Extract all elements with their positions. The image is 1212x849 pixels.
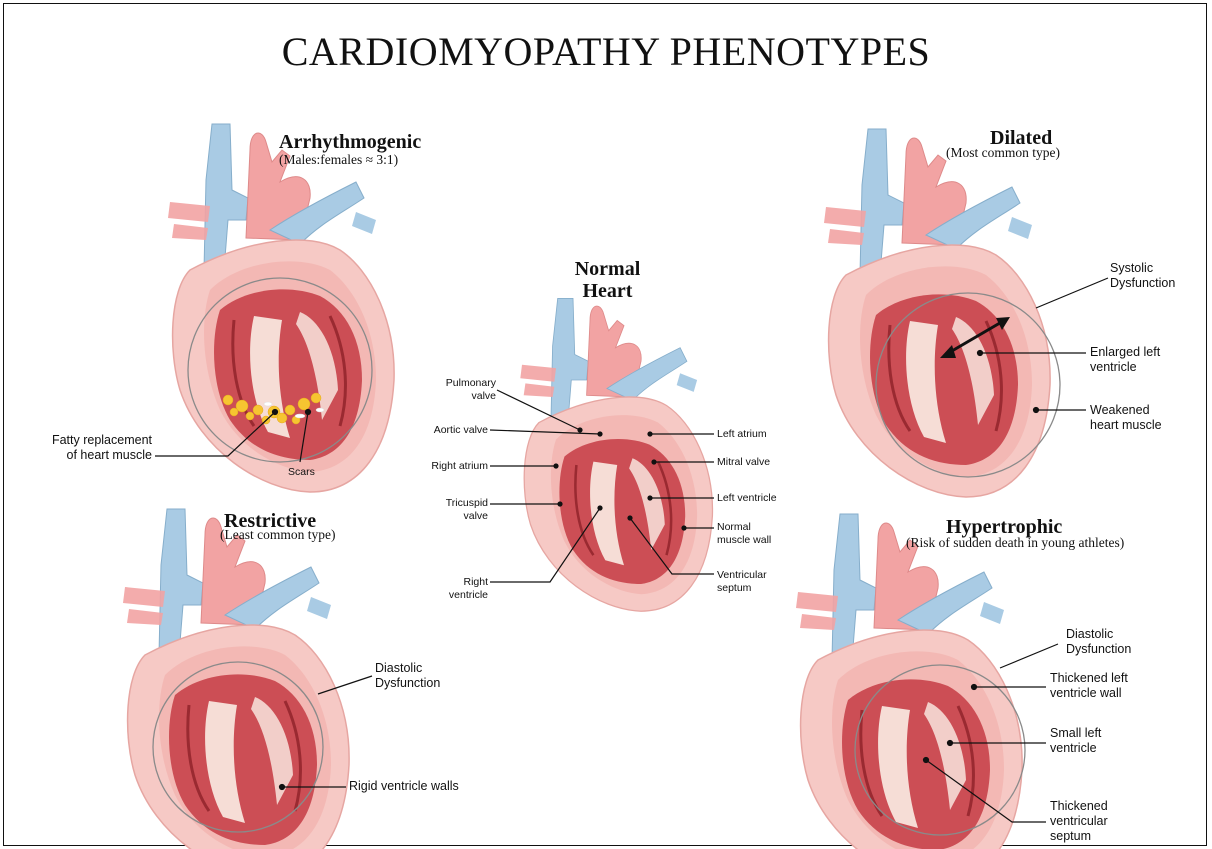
- rigid-ventricle-walls-label: Rigid ventricle walls: [349, 779, 459, 794]
- hypertrophic-heart-illustration: [796, 514, 1022, 849]
- thickened-wall-label: Thickened left ventricle wall: [1050, 671, 1128, 701]
- scars-label: Scars: [288, 466, 315, 479]
- ventricular-septum-label: Ventricular septum: [717, 569, 767, 595]
- thickened-septum-label: Thickened ventricular septum: [1050, 799, 1108, 844]
- small-left-ventricle-label: Small left ventricle: [1050, 726, 1101, 756]
- restrictive-heart-illustration: [123, 509, 349, 849]
- restrictive-diastolic-label: Diastolic Dysfunction: [375, 661, 440, 691]
- right-atrium-label: Right atrium: [400, 460, 488, 473]
- arrhythmogenic-heading: Arrhythmogenic: [279, 131, 421, 153]
- normal-heart-illustration: [520, 298, 712, 611]
- arrhythmogenic-subtitle: (Males:females ≈ 3:1): [279, 152, 398, 167]
- left-atrium-label: Left atrium: [717, 428, 767, 441]
- aortic-valve-label: Aortic valve: [400, 424, 488, 437]
- normal-heart-heading: Normal Heart: [560, 258, 655, 302]
- dilated-heart-illustration: [824, 129, 1050, 497]
- hypertrophic-diastolic-label: Diastolic Dysfunction: [1066, 627, 1131, 657]
- dilated-subtitle: (Most common type): [946, 145, 1060, 160]
- normal-muscle-wall-label: Normal muscle wall: [717, 521, 771, 547]
- mitral-valve-label: Mitral valve: [717, 456, 770, 469]
- enlarged-left-ventricle-label: Enlarged left ventricle: [1090, 345, 1160, 375]
- weakened-heart-muscle-label: Weakened heart muscle: [1090, 403, 1162, 433]
- restrictive-subtitle: (Least common type): [220, 527, 335, 542]
- arrhythmogenic-heart-illustration: [168, 124, 394, 492]
- systolic-dysfunction-label: Systolic Dysfunction: [1110, 261, 1175, 291]
- fatty-replacement-label: Fatty replacement of heart muscle: [40, 433, 152, 463]
- pulmonary-valve-label: Pulmonary valve: [420, 377, 496, 403]
- hypertrophic-subtitle: (Risk of sudden death in young athletes): [906, 535, 1124, 550]
- left-ventricle-label: Left ventricle: [717, 492, 777, 505]
- tricuspid-valve-label: Tricuspid valve: [400, 497, 488, 523]
- right-ventricle-label: Right ventricle: [400, 576, 488, 602]
